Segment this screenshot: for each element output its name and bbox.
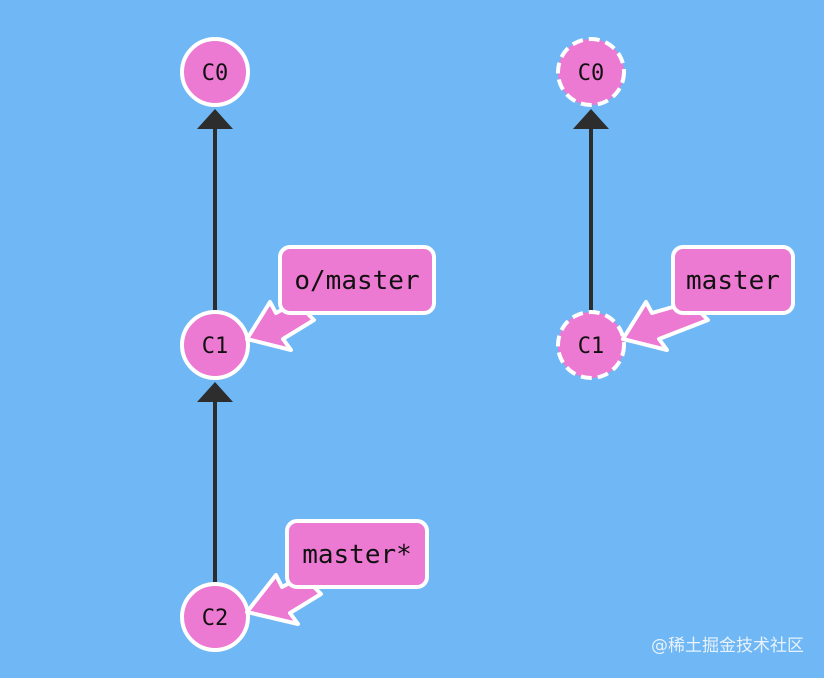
left-branch-o-master: o/master	[245, 245, 436, 352]
master-star-label: master*	[302, 540, 412, 570]
right-commit-c1: C1	[556, 310, 626, 380]
right-commit-c0: C0	[556, 37, 626, 107]
right-edge-c1-c0	[573, 109, 609, 312]
left-commit-c2: C2	[180, 582, 250, 652]
left-edge-c1-c0	[197, 109, 233, 312]
watermark: @稀土掘金技术社区	[651, 636, 804, 656]
right-commit-c1-label: C1	[578, 334, 605, 359]
left-edge-c2-c1	[197, 382, 233, 584]
left-commit-c0: C0	[180, 37, 250, 107]
left-branch-master-star: master*	[245, 519, 429, 626]
right-commit-c0-label: C0	[578, 61, 605, 86]
left-commit-c0-label: C0	[202, 61, 229, 86]
left-commit-c1: C1	[180, 310, 250, 380]
left-commit-c1-label: C1	[202, 334, 229, 359]
right-branch-master: master	[621, 245, 795, 352]
o-master-label: o/master	[294, 266, 419, 296]
master-label: master	[686, 266, 780, 296]
left-commit-c2-label: C2	[202, 606, 229, 631]
